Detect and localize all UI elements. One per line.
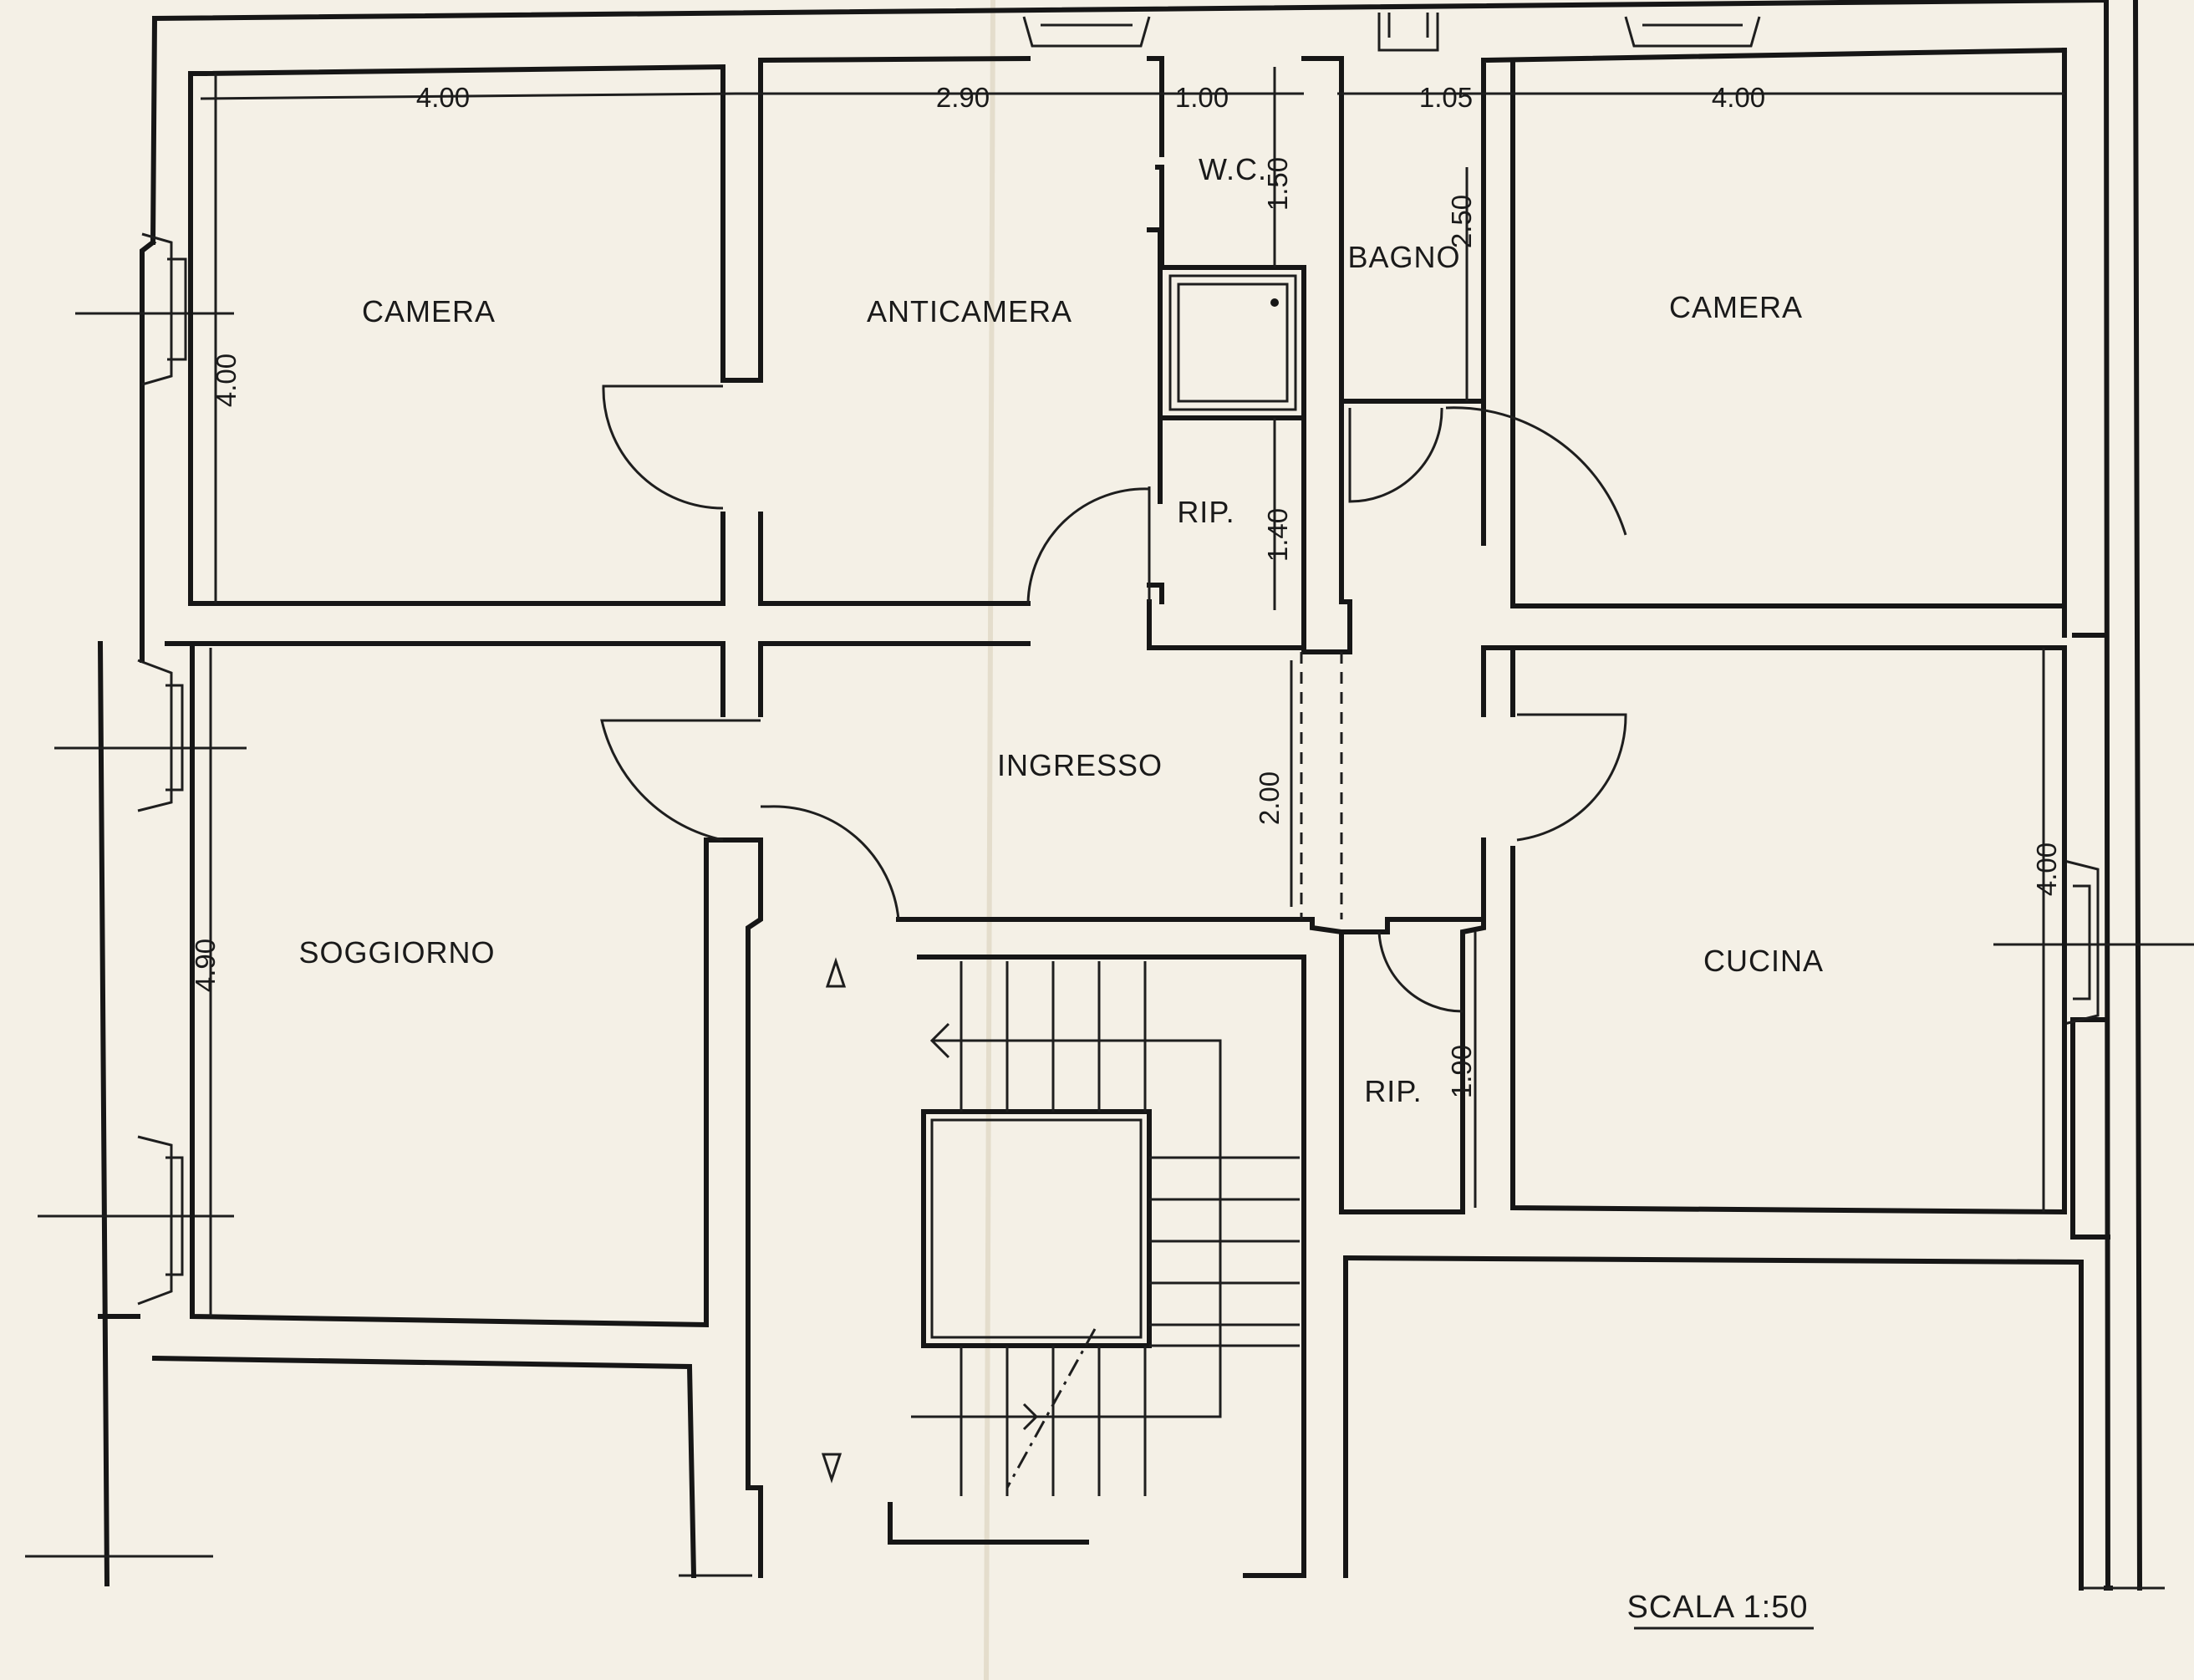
- dim-rip-lower-height: 1.90: [1446, 1045, 1477, 1098]
- dim-bagno-width: 1.05: [1419, 82, 1473, 113]
- dim-camera-right-width: 4.00: [1712, 82, 1765, 113]
- doors: [600, 165, 1627, 1013]
- room-label-bagno: BAGNO: [1347, 240, 1460, 274]
- dimension-labels: 4.00 2.90 1.00 1.05 4.00 4.00 1.50 2.50 …: [190, 82, 2062, 1098]
- room-label-soggiorno: SOGGIORNO: [298, 935, 495, 970]
- room-labels: CAMERA ANTICAMERA W.C. BAGNO CAMERA RIP.…: [298, 152, 1824, 1108]
- dim-anticamera-width: 2.90: [936, 82, 990, 113]
- room-label-camera-right: CAMERA: [1669, 290, 1803, 324]
- paper-fold: [984, 0, 995, 1680]
- dim-wc-width: 1.00: [1175, 82, 1229, 113]
- room-label-anticamera: ANTICAMERA: [867, 294, 1072, 328]
- scale-label: SCALA 1:50: [1626, 1590, 1808, 1625]
- room-label-ingresso: INGRESSO: [997, 748, 1163, 782]
- dim-bagno-height: 2.50: [1446, 195, 1477, 248]
- dim-ingresso-height: 2.00: [1254, 771, 1285, 825]
- dim-rip-upper-height: 1.40: [1262, 508, 1293, 562]
- dim-camera-left-height: 4.00: [211, 354, 242, 407]
- dim-wc-height: 1.50: [1262, 157, 1293, 211]
- dim-camera-left-width: 4.00: [416, 82, 470, 113]
- staircase: [821, 957, 1300, 1496]
- dim-soggiorno-height: 4.90: [190, 939, 221, 992]
- scale-note: SCALA 1:50: [1626, 1590, 1814, 1630]
- dim-cucina-height: 4.00: [2031, 843, 2062, 896]
- windows: [38, 13, 2194, 1306]
- room-label-camera-left: CAMERA: [362, 294, 496, 328]
- room-label-rip-lower: RIP.: [1364, 1074, 1422, 1108]
- interior-walls: [151, 47, 2084, 1591]
- room-label-wc: W.C.: [1199, 152, 1267, 186]
- dimension-lines: [200, 67, 2064, 1316]
- room-label-rip-upper: RIP.: [1177, 495, 1234, 529]
- room-label-cucina: CUCINA: [1703, 944, 1824, 978]
